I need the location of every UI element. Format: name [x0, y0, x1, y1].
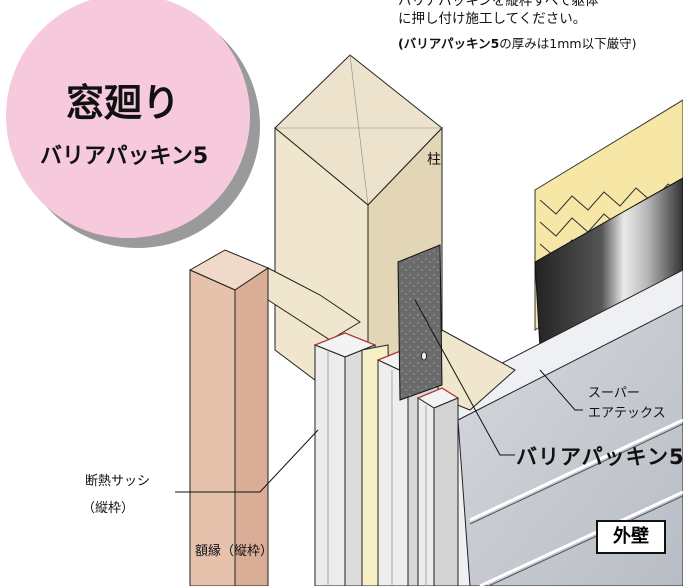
instruction-line-2: に押し付け施工してください。 [398, 11, 587, 27]
badge-circle [6, 0, 260, 248]
sash-profiles [313, 332, 460, 586]
siding-wall [439, 269, 683, 586]
label-pillar: 柱 [427, 152, 441, 168]
label-super-airtex-1: スーパー [588, 386, 640, 401]
barrier-packing-strip [397, 244, 443, 401]
leader-lines [175, 299, 583, 493]
label-exterior-wall: 外壁 [596, 520, 666, 554]
instruction-rest: の厚みは1mm以下厳守) [499, 36, 637, 51]
label-barrier-packing: バリアパッキン5 [516, 445, 683, 469]
label-super-airtex-2: エアテックス [588, 406, 666, 421]
duct-pipe [534, 177, 683, 349]
instruction-bold: (バリアパッキン5 [398, 36, 500, 51]
instruction-line-1: バリアパッキンを縦枠すべて躯体 [398, 0, 599, 9]
label-sash-2: （縦枠） [82, 501, 135, 516]
instruction-line-3: (バリアパッキン5の厚みは1mm以下厳守) [398, 33, 636, 52]
label-sash-1: 断熱サッシ [85, 474, 151, 489]
badge-subtitle: バリアパッキン5 [40, 144, 209, 169]
casing-frame [188, 249, 361, 586]
badge-title: 窓廻り [66, 81, 181, 125]
label-casing: 額縁（縦枠） [195, 544, 274, 559]
